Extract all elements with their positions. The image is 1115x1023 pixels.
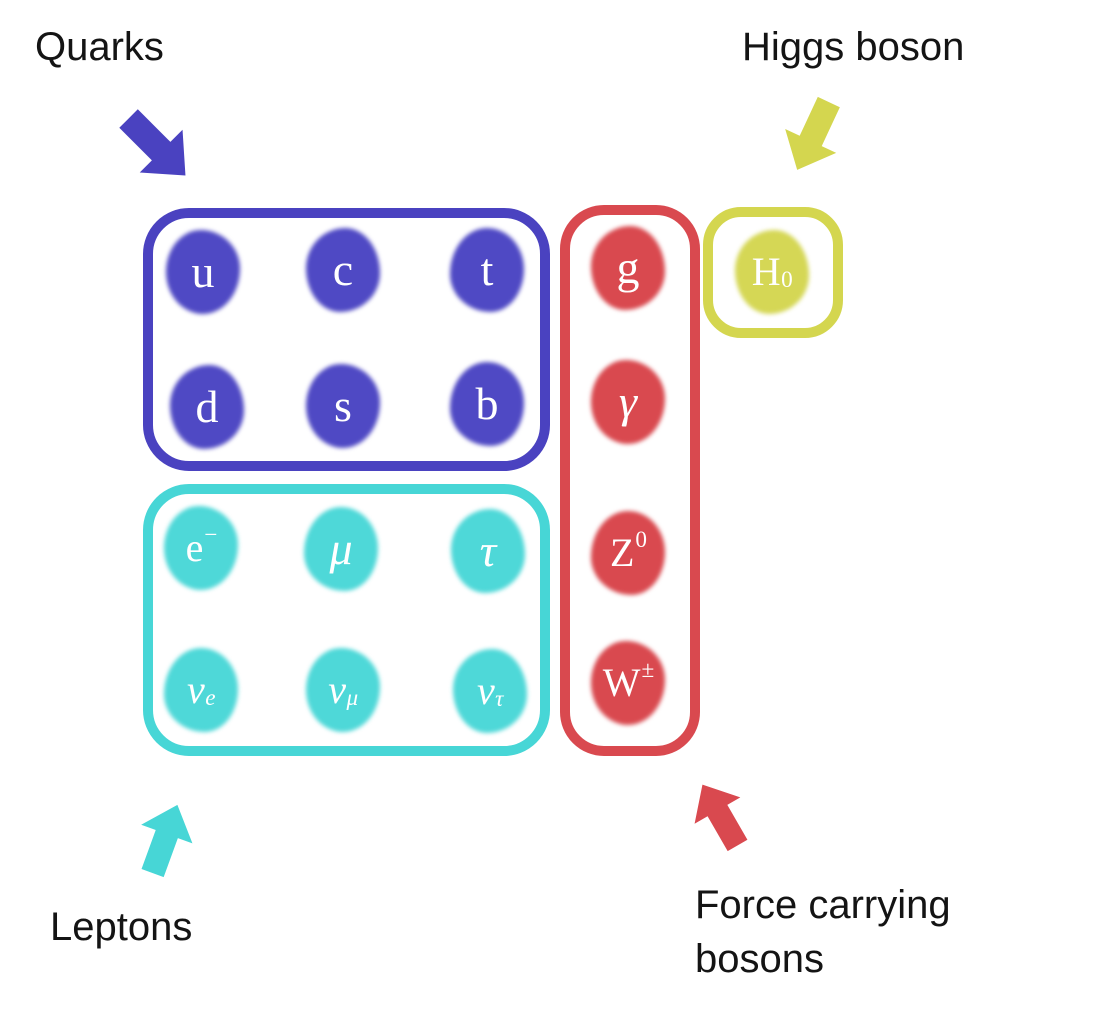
particle-symbol: b bbox=[475, 378, 499, 429]
particle-symbol: e− bbox=[185, 522, 218, 570]
force-bosons-group-box bbox=[560, 205, 700, 756]
particle-symbol: g bbox=[616, 242, 640, 293]
particle-symbol: W± bbox=[602, 657, 655, 705]
particle-symbol: c bbox=[332, 244, 354, 295]
particle-blob bbox=[304, 507, 378, 591]
particle-blob bbox=[164, 506, 238, 590]
particle-gluon: g bbox=[591, 226, 665, 310]
particle-symbol: d bbox=[195, 381, 219, 432]
leptons-group-box bbox=[143, 484, 550, 756]
leptons-arrow-icon bbox=[123, 792, 208, 887]
higgs-boson-label: Higgs boson bbox=[742, 25, 965, 69]
particle-w-boson: W± bbox=[591, 641, 665, 725]
particle-blob bbox=[306, 648, 380, 732]
particle-top-quark: t bbox=[450, 228, 524, 312]
particle-blob bbox=[166, 230, 240, 314]
particle-blob bbox=[591, 226, 665, 310]
particle-blob bbox=[453, 649, 527, 733]
quarks-label: Quarks bbox=[35, 25, 164, 69]
particle-up-quark: u bbox=[166, 230, 240, 314]
particle-blob bbox=[451, 509, 525, 593]
force-bosons-arrow-icon bbox=[675, 766, 766, 864]
particle-blob bbox=[306, 228, 380, 312]
particle-blob bbox=[170, 365, 244, 449]
particle-blob bbox=[164, 648, 238, 732]
quarks-arrow-icon bbox=[102, 92, 212, 202]
particle-strange-quark: s bbox=[306, 364, 380, 448]
particle-blob bbox=[591, 511, 665, 595]
particle-blob bbox=[591, 641, 665, 725]
higgs-arrow-icon bbox=[767, 86, 859, 186]
particle-blob bbox=[306, 364, 380, 448]
particle-symbol: γ bbox=[618, 376, 638, 427]
particle-blob bbox=[450, 228, 524, 312]
particle-charm-quark: c bbox=[306, 228, 380, 312]
particle-symbol: t bbox=[480, 244, 494, 295]
higgs-group-box bbox=[703, 207, 843, 338]
particle-symbol: s bbox=[334, 380, 352, 431]
quarks-group-box bbox=[143, 208, 550, 471]
particle-photon: γ bbox=[591, 360, 665, 444]
leptons-label: Leptons bbox=[50, 905, 193, 949]
force-bosons-label: Force carrying bosons bbox=[695, 878, 1015, 986]
force-bosons-label-line1: Force carrying bbox=[695, 883, 951, 927]
particle-muon: μ bbox=[304, 507, 378, 591]
particle-bottom-quark: b bbox=[450, 362, 524, 446]
particle-symbol: τ bbox=[479, 525, 497, 576]
force-bosons-label-line2: bosons bbox=[695, 937, 824, 981]
particle-tau: τ bbox=[451, 509, 525, 593]
particle-down-quark: d bbox=[170, 365, 244, 449]
particle-blob bbox=[735, 230, 809, 314]
particle-symbol: μ bbox=[329, 523, 353, 574]
particle-electron: e− bbox=[164, 506, 238, 590]
particle-blob bbox=[591, 360, 665, 444]
particle-symbol: u bbox=[191, 246, 215, 297]
particle-blob bbox=[450, 362, 524, 446]
